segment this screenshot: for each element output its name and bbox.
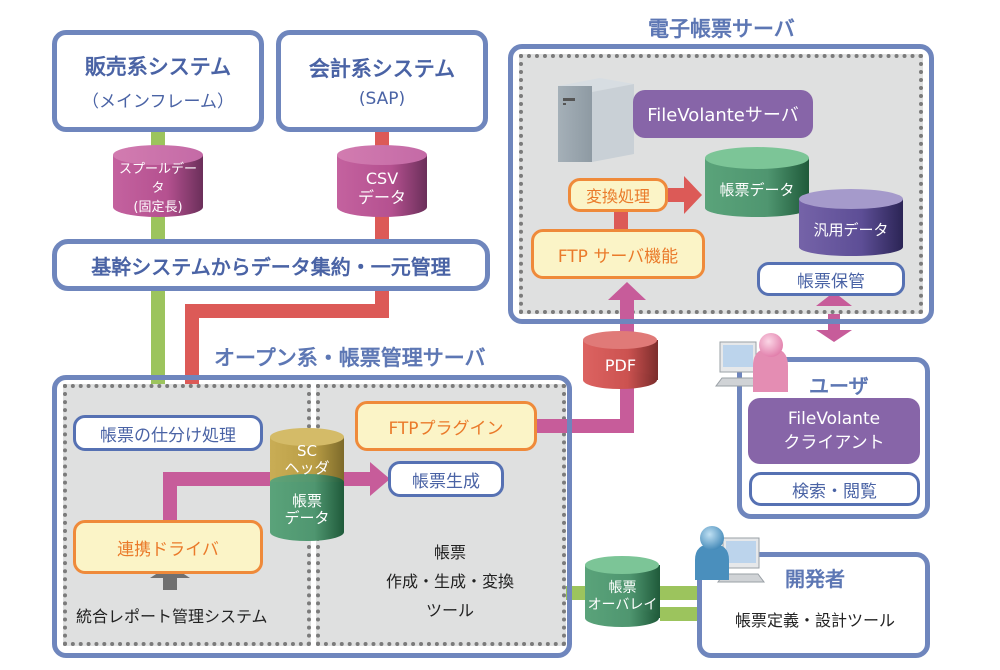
developer-box <box>697 552 930 658</box>
storage-box: 帳票保管 <box>757 262 905 296</box>
form-data-open-line2: データ <box>284 509 330 527</box>
developer-title: 開発者 <box>785 567 845 591</box>
flow-green-mid <box>151 210 165 242</box>
ftp-server-box: FTP サーバ機能 <box>531 229 705 279</box>
filevolante-server-label-box: FileVolanteサーバ <box>633 90 813 138</box>
accounting-system-subtitle: (SAP) <box>358 89 406 109</box>
sorting-process-label: 帳票の仕分け処理 <box>100 425 236 446</box>
form-data-server-label: 帳票データ <box>719 180 795 199</box>
generic-data-label: 汎用データ <box>813 220 889 239</box>
accounting-system-title: 会計系システム <box>308 57 456 81</box>
filevolante-client-box: FileVolante クライアント <box>748 398 920 464</box>
sales-system-title: 販売系システム <box>84 54 232 79</box>
conversion-box: 変換処理 <box>568 178 668 212</box>
linkage-driver-box: 連携ドライバ <box>73 520 263 574</box>
consolidation-box: 基幹システムからデータ集約・一元管理 <box>52 239 490 291</box>
sc-header-line2: ヘッダ <box>284 459 330 477</box>
generic-data-database: 汎用データ <box>799 210 903 250</box>
form-tool-line2: 作成・生成・変換 <box>385 572 514 591</box>
form-data-open-line1: 帳票 <box>291 492 322 510</box>
open-server-frame <box>52 375 572 658</box>
ftp-plugin-label: FTPプラグイン <box>388 418 504 439</box>
e-server-title: 電子帳票サーバ <box>648 17 795 41</box>
flow-green-top <box>151 128 165 163</box>
form-generation-label: 帳票生成 <box>412 471 480 492</box>
search-view-label: 検索・閲覧 <box>792 481 877 502</box>
e-server-frame <box>508 44 934 324</box>
user-title: ユーザ <box>809 374 869 398</box>
linkage-driver-label: 連携ドライバ <box>117 539 219 560</box>
ftp-plugin-box: FTPプラグイン <box>355 401 537 451</box>
form-data-open-database: 帳票 データ <box>270 488 344 532</box>
csv-database-line2: データ <box>357 188 406 207</box>
accounting-system-box: 会計系システム (SAP) <box>276 30 488 132</box>
sorting-process-box: 帳票の仕分け処理 <box>73 415 263 451</box>
flow-green-down <box>151 285 165 397</box>
search-view-box: 検索・閲覧 <box>749 472 920 506</box>
sales-system-box: 販売系システム （メインフレーム） <box>52 30 264 132</box>
filevolante-client-line2: クライアント <box>783 433 885 453</box>
form-tool-label: 帳票 作成・生成・変換 ツール <box>370 538 530 625</box>
ftp-server-label: FTP サーバ機能 <box>557 246 679 267</box>
sc-header-database: SC ヘッダ <box>270 438 344 482</box>
open-server-title: オープン系・帳票管理サーバ <box>214 346 486 370</box>
form-generation-box: 帳票生成 <box>388 461 504 497</box>
overlay-database-line2: オーバレイ <box>587 597 658 613</box>
storage-label: 帳票保管 <box>797 271 865 292</box>
developer-tool-label: 帳票定義・設計ツール <box>735 611 896 630</box>
spool-database-line2: (固定長) <box>133 199 183 215</box>
spool-database: スプールデータ (固定長) <box>113 162 203 215</box>
form-tool-line3: ツール <box>425 601 474 620</box>
form-tool-line1: 帳票 <box>433 543 466 562</box>
csv-database-line1: CSV <box>365 169 399 188</box>
flow-red-route <box>185 285 389 397</box>
consolidation-label: 基幹システムからデータ集約・一元管理 <box>91 254 451 279</box>
pdf-database-label: PDF <box>604 355 637 375</box>
overlay-database-line1: 帳票 <box>608 580 637 596</box>
overlay-database: 帳票 オーバレイ <box>585 575 660 619</box>
flow-pink-arrowhead-down <box>816 330 852 342</box>
flow-red-top <box>375 128 389 163</box>
filevolante-server-label: FileVolanteサーバ <box>647 105 799 126</box>
form-data-server-database: 帳票データ <box>705 170 809 210</box>
filevolante-client-line1: FileVolante <box>787 409 881 429</box>
flow-red-mid <box>375 210 389 242</box>
csv-database: CSV データ <box>337 165 427 211</box>
spool-database-line1: スプールデータ <box>118 161 197 196</box>
conversion-label: 変換処理 <box>585 187 650 206</box>
pdf-database: PDF <box>583 350 658 380</box>
sc-header-line1: SC <box>297 442 317 460</box>
integrated-report-label: 統合レポート管理システム <box>76 607 268 626</box>
sales-system-subtitle: （メインフレーム） <box>82 91 234 112</box>
